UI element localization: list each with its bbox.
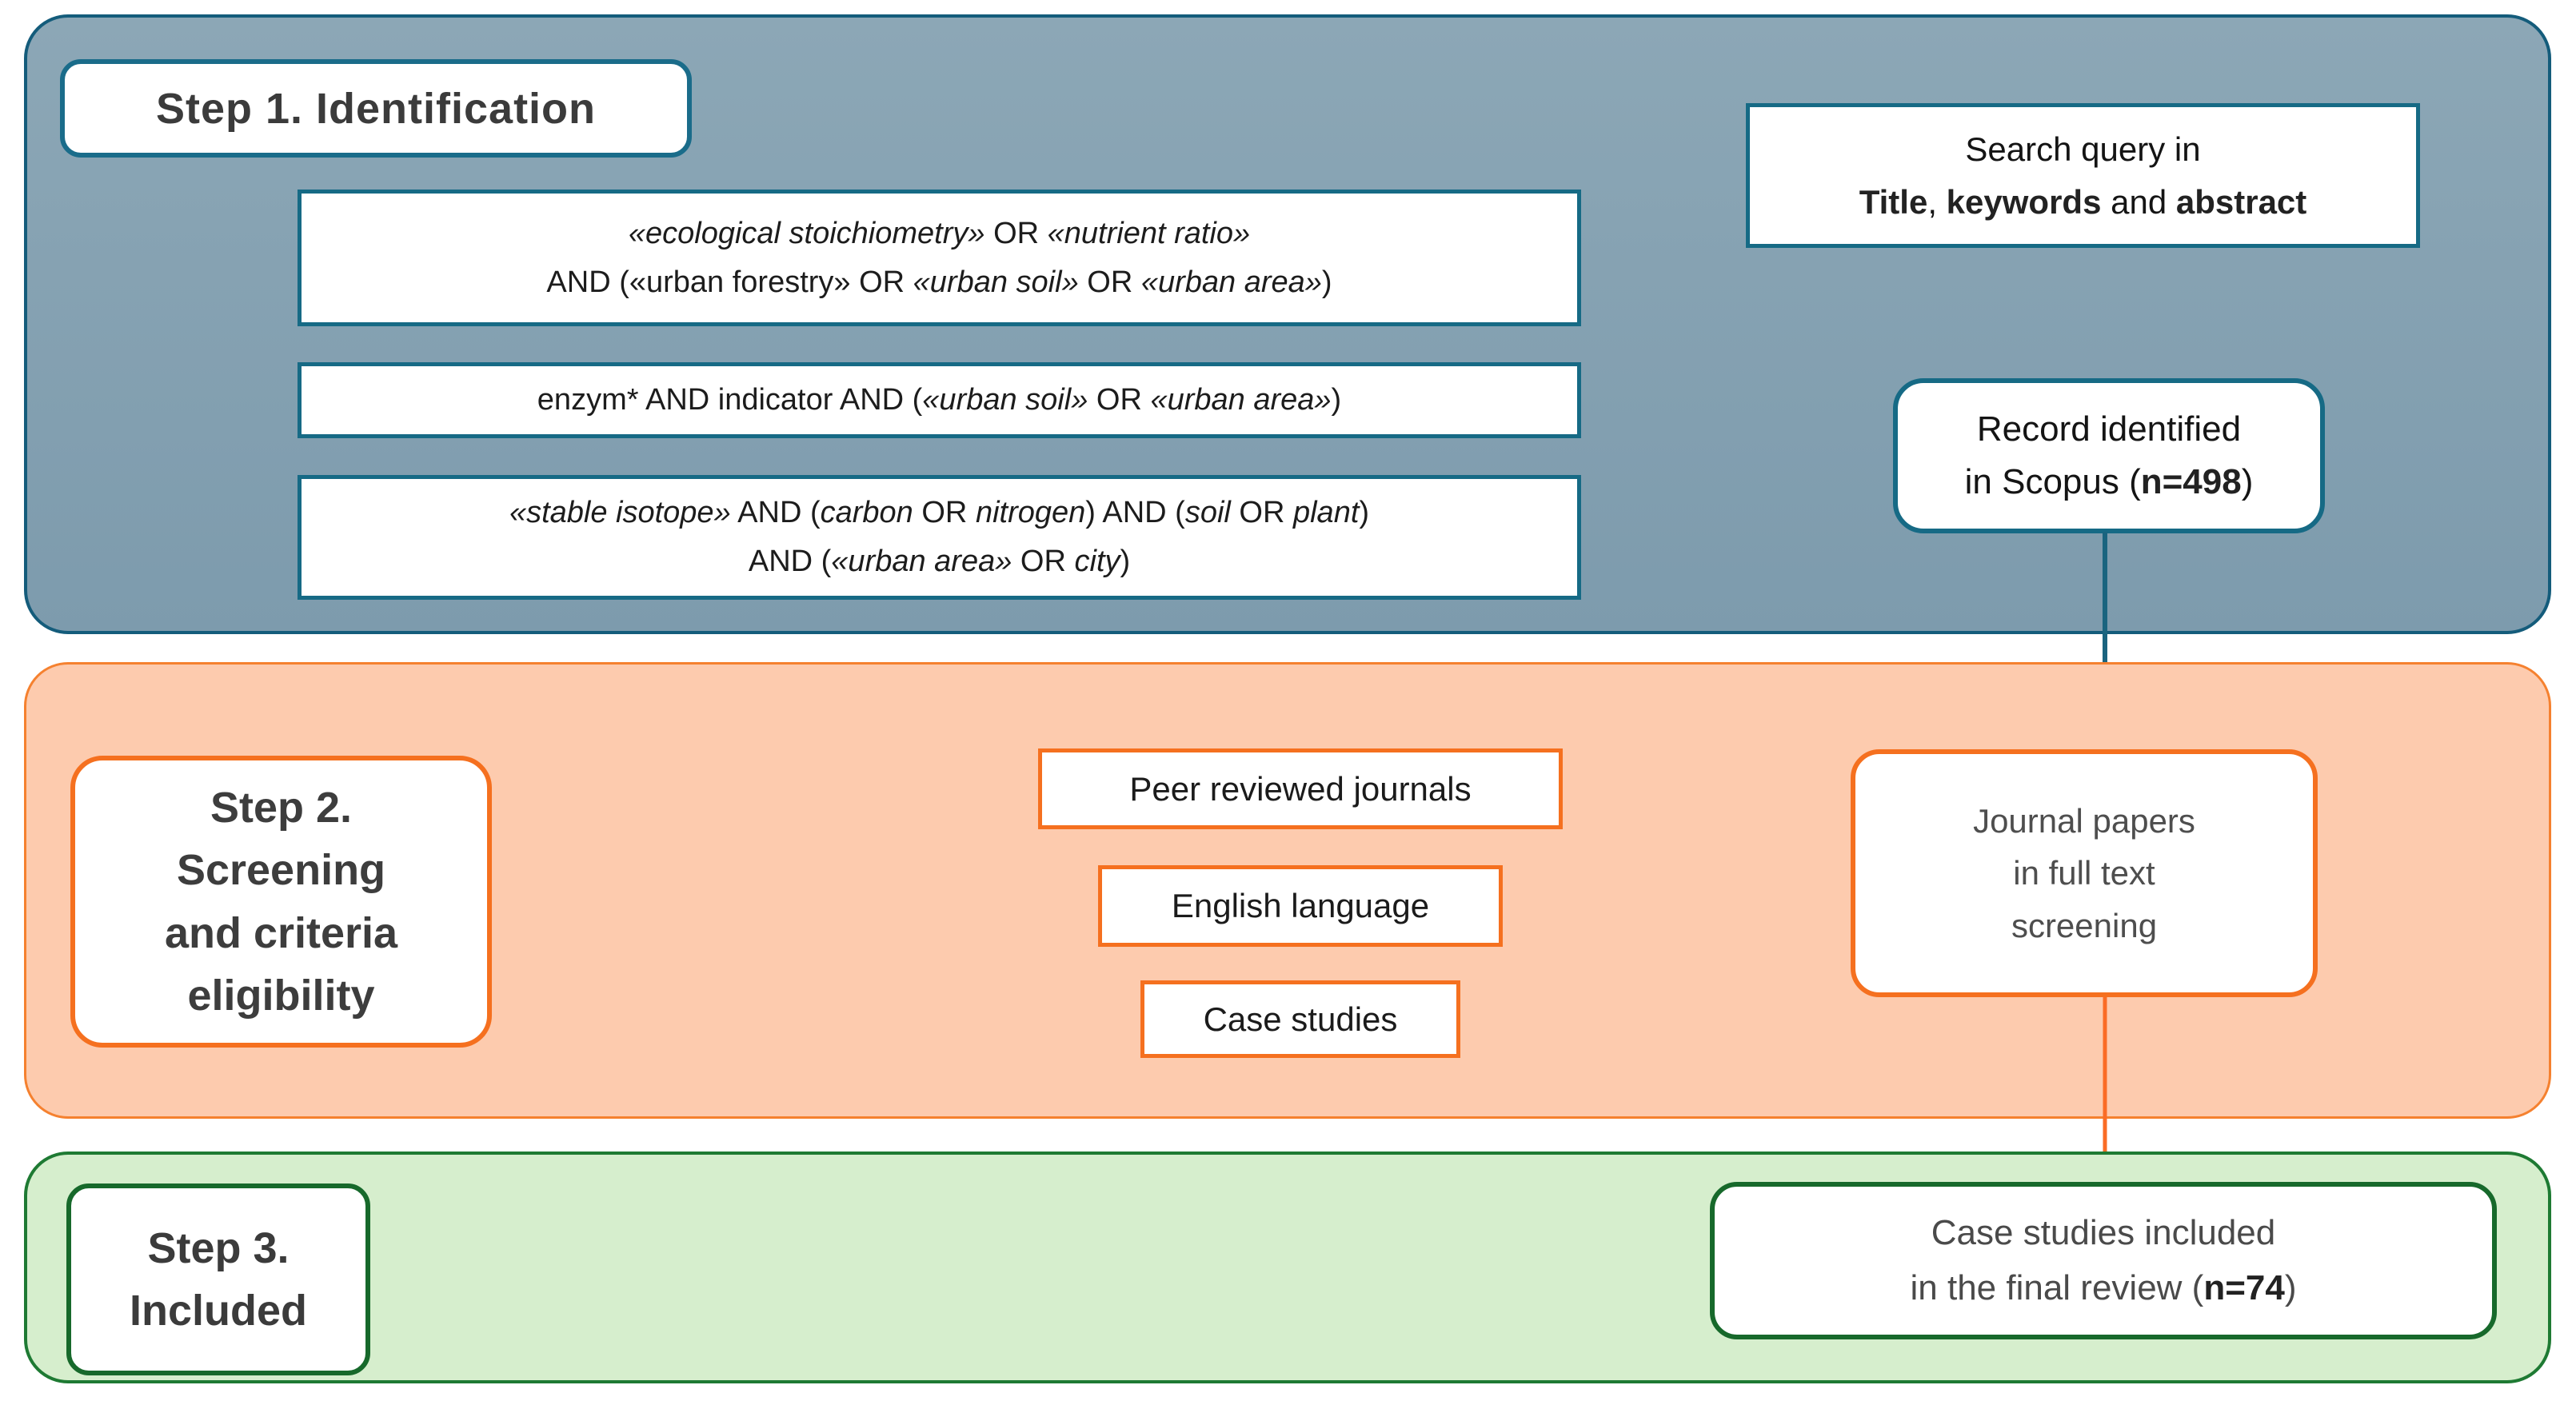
step2-title-line: Step 2. xyxy=(210,783,353,832)
screening-line: in full text xyxy=(2013,854,2155,892)
query-line: AND («urban area» OR city) xyxy=(748,545,1131,578)
step1-title: Step 1. Identification xyxy=(155,84,597,133)
included-line: Case studies included xyxy=(1931,1213,2276,1253)
search-query-line: Search query in xyxy=(1965,130,2201,169)
query-line: AND («urban forestry» OR «urban soil» OR… xyxy=(546,265,1332,299)
query-line: enzym* AND indicator AND («urban soil» O… xyxy=(537,383,1342,417)
step2-title-line: eligibility xyxy=(187,971,375,1020)
criteria-box-english: English language xyxy=(1098,865,1503,947)
screening-line: screening xyxy=(2011,906,2158,944)
records-line: Record identified xyxy=(1976,409,2242,449)
query-line: «ecological stoichiometry» OR «nutrient … xyxy=(628,216,1251,250)
criteria-label: English language xyxy=(1171,887,1430,924)
step3-title-line: Included xyxy=(129,1287,307,1335)
included-line: in the final review (n=74) xyxy=(1910,1267,2297,1307)
step1-title-box: Step 1. Identification xyxy=(60,59,692,158)
step3-title-box: Step 3. Included xyxy=(66,1183,370,1375)
criteria-label: Peer reviewed journals xyxy=(1129,769,1472,808)
criteria-label: Case studies xyxy=(1203,1000,1398,1038)
criteria-box-peer-reviewed: Peer reviewed journals xyxy=(1038,748,1563,829)
screening-line: Journal papers xyxy=(1973,802,2195,840)
step2-title-box: Step 2. Screening and criteria eligibili… xyxy=(70,756,492,1048)
query-box-stoichiometry: «ecological stoichiometry» OR «nutrient … xyxy=(298,190,1581,326)
records-line: in Scopus (n=498) xyxy=(1964,462,2254,501)
records-identified-box: Record identified in Scopus (n=498) xyxy=(1893,378,2325,533)
query-box-stable-isotope: «stable isotope» AND (carbon OR nitrogen… xyxy=(298,475,1581,600)
included-final-box: Case studies included in the final revie… xyxy=(1710,1182,2497,1339)
search-query-line: Title, keywords and abstract xyxy=(1859,182,2307,221)
query-line: «stable isotope» AND (carbon OR nitrogen… xyxy=(509,496,1370,530)
step3-title-line: Step 3. xyxy=(147,1223,290,1272)
search-query-box: Search query in Title, keywords and abst… xyxy=(1746,103,2420,248)
criteria-box-case-studies: Case studies xyxy=(1140,980,1460,1058)
step2-title-line: and criteria xyxy=(164,908,398,957)
step2-title-line: Screening xyxy=(176,846,386,895)
query-box-enzym: enzym* AND indicator AND («urban soil» O… xyxy=(298,362,1581,438)
full-text-screening-box: Journal papers in full text screening xyxy=(1851,749,2318,997)
